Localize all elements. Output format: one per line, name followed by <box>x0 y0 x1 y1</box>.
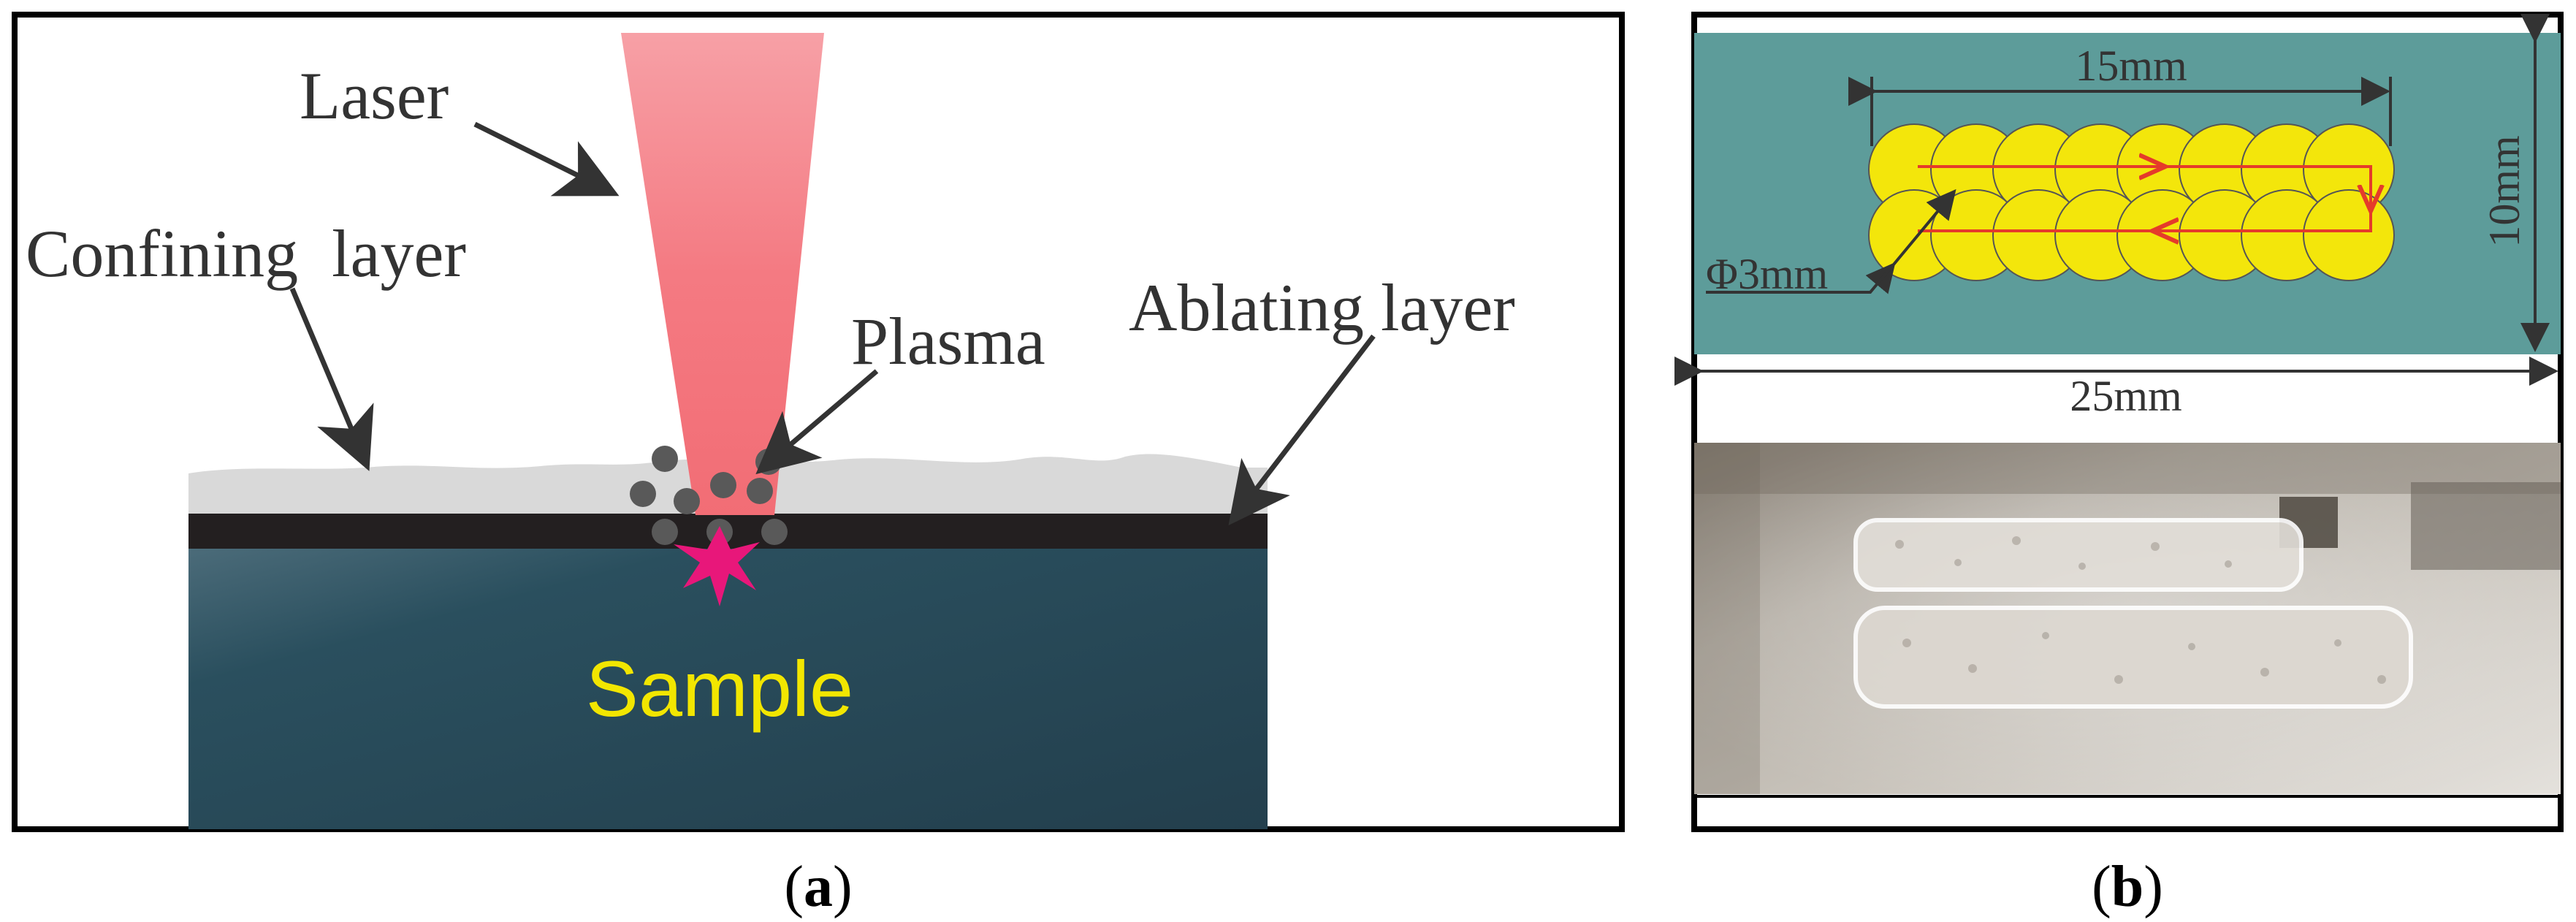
svg-text:(b): (b) <box>2092 855 2163 919</box>
laser-arrow <box>473 121 620 197</box>
ablating-layer-label: Ablating layer <box>1129 270 1515 345</box>
shot-spots <box>1868 123 2395 281</box>
svg-text:(a): (a) <box>784 855 852 919</box>
dimension-10mm-label: 10mm <box>2480 135 2529 247</box>
scan-path <box>1918 167 2371 231</box>
dimension-15mm <box>1848 77 2392 146</box>
panel-b-caption: (b) <box>2092 855 2163 919</box>
panel-b: 15mm 10mm Φ3mm 25mm <box>1674 12 2564 832</box>
spark-icon <box>674 526 760 606</box>
plasma-label: Plasma <box>851 304 1045 378</box>
confining-layer-label: Confining layer <box>26 216 466 291</box>
plasma-arrow <box>755 369 879 475</box>
confining-layer-arrow <box>289 287 374 471</box>
sample-block <box>188 541 1268 829</box>
laser-label: Laser <box>300 58 449 133</box>
panel-a-caption: (a) <box>784 855 852 919</box>
dimension-25mm-label: 25mm <box>2070 372 2181 420</box>
sample-photo <box>1694 443 2561 794</box>
dimension-diameter <box>1706 188 1956 294</box>
sample-label: Sample <box>586 644 853 733</box>
diameter-label: Φ3mm <box>1706 250 1828 298</box>
leader-arrows <box>289 121 1376 526</box>
ablating-layer-arrow <box>1228 334 1376 526</box>
dimension-15mm-label: 15mm <box>2075 42 2187 90</box>
panel-a-caption-letter: a <box>804 855 833 919</box>
laser-beam <box>621 33 824 515</box>
panel-b-caption-letter: b <box>2111 855 2144 919</box>
panel-a: Sample Laser Confining layer Plasma Abla… <box>12 12 1625 832</box>
